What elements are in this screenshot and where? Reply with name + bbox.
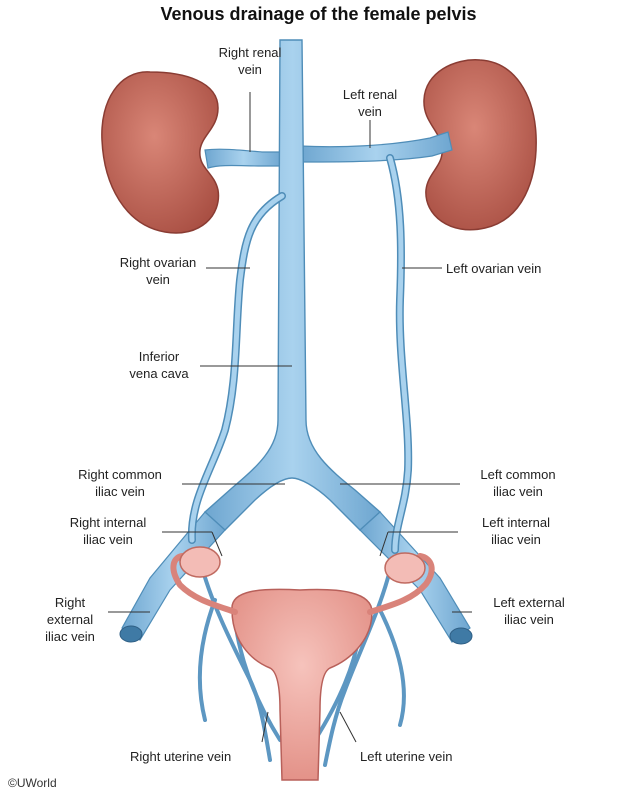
label-left-uterine-vein: Left uterine vein (360, 748, 453, 765)
label-right-common-iliac: Right common iliac vein (60, 466, 180, 500)
label-right-ovarian-vein: Right ovarian vein (100, 254, 216, 288)
copyright-text: ©UWorld (8, 776, 57, 790)
label-left-ovarian-vein: Left ovarian vein (446, 260, 541, 277)
label-left-common-iliac: Left common iliac vein (458, 466, 578, 500)
label-right-renal-vein: Right renal vein (200, 44, 300, 78)
right-kidney (102, 72, 219, 233)
label-ivc: Inferior vena cava (116, 348, 202, 382)
label-left-internal-iliac: Left internal iliac vein (460, 514, 572, 548)
left-ovary (385, 553, 425, 583)
label-left-external-iliac: Left external iliac vein (474, 594, 584, 628)
label-right-internal-iliac: Right internal iliac vein (52, 514, 164, 548)
label-right-uterine-vein: Right uterine vein (130, 748, 231, 765)
label-left-renal-vein: Left renal vein (322, 86, 418, 120)
left-renal-vein-shape (300, 132, 452, 162)
right-ovary (180, 547, 220, 577)
label-right-external-iliac: Right external iliac vein (32, 594, 108, 645)
right-renal-vein-shape (205, 149, 282, 168)
